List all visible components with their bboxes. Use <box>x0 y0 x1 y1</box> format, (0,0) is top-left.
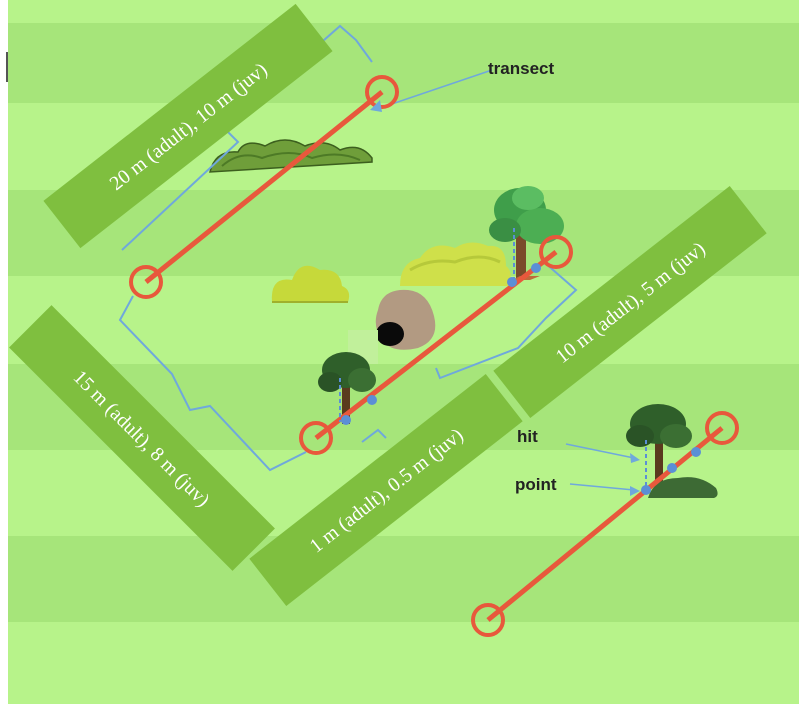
transect-2-end-marker <box>539 235 573 269</box>
boulder <box>375 289 436 350</box>
transect-line-3 <box>486 426 724 622</box>
point-marker <box>641 485 651 495</box>
sampling-points <box>339 228 701 495</box>
shrub-small-left <box>271 265 350 303</box>
transect-1-start-marker <box>129 265 163 299</box>
point-marker <box>507 277 517 287</box>
transect-label: transect <box>488 59 554 78</box>
point-marker <box>341 415 351 425</box>
transect-line-1 <box>144 90 384 284</box>
transect-2-start-marker <box>299 421 333 455</box>
hit-label: hit <box>517 427 538 446</box>
callout-arrows <box>370 100 640 496</box>
bracket-point-interval <box>361 428 387 443</box>
point-marker <box>667 463 677 473</box>
tree-middle <box>318 352 376 424</box>
shrub-top <box>209 139 373 173</box>
vegetation <box>209 139 718 498</box>
transect-3-end-marker <box>705 411 739 445</box>
shrub-yellow-right <box>400 242 511 286</box>
point-marker <box>531 263 541 273</box>
transect-callout-line <box>379 69 493 109</box>
point-marker <box>691 447 701 457</box>
transect-1-end-marker <box>365 75 399 109</box>
point-label: point <box>515 475 557 494</box>
transect-3-start-marker <box>471 603 505 637</box>
point-marker <box>367 395 377 405</box>
bracket-plot-width <box>435 261 578 380</box>
bracket-transect-spacing <box>118 295 307 472</box>
